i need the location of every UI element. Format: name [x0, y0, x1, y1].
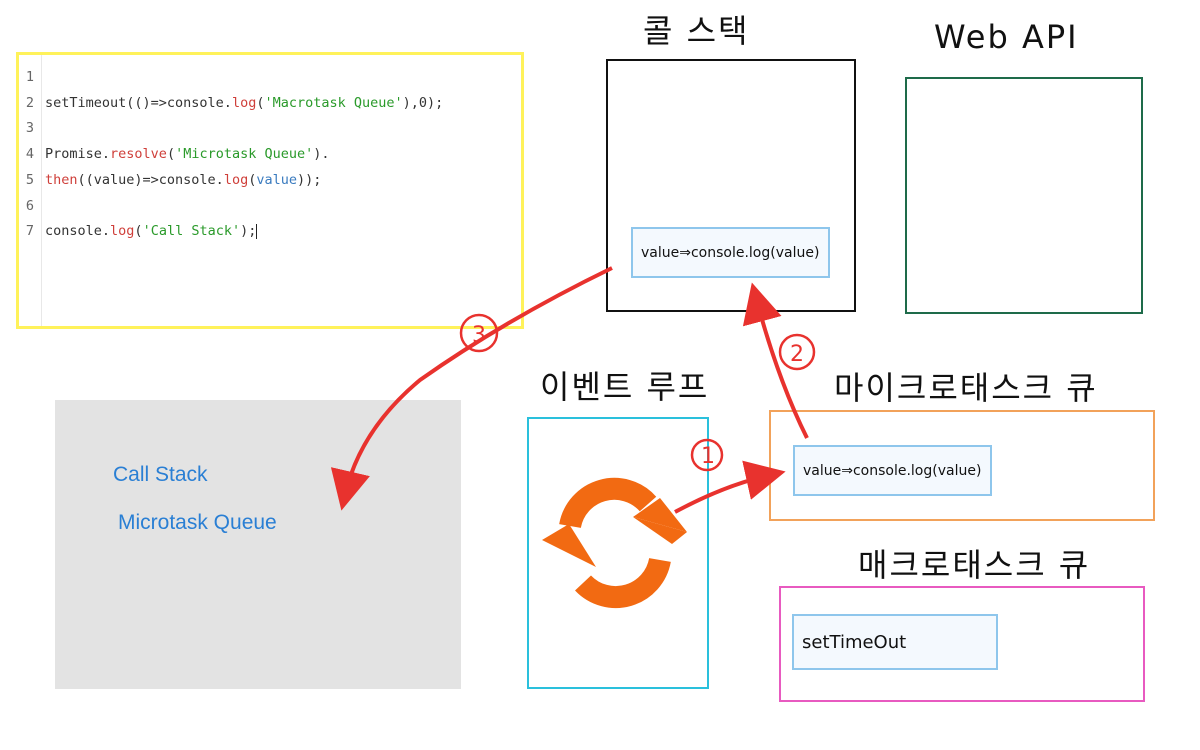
code-text: setTimeout(()=>console.log('Macrotask Qu…: [45, 95, 443, 111]
arrow-step-3: [330, 266, 613, 511]
code-line[interactable]: 6: [19, 196, 45, 216]
code-token: 'Microtask Queue': [175, 146, 314, 163]
event-loop-title: 이벤트 루프: [540, 368, 710, 406]
line-number: 6: [25, 197, 35, 214]
code-token: (: [166, 146, 176, 163]
step-3-label: 3: [472, 323, 486, 348]
code-token: value: [256, 171, 297, 188]
code-token: then: [45, 171, 78, 188]
code-token: resolve: [110, 146, 167, 163]
line-number: 5: [25, 171, 35, 188]
macrotask-queue-task: setTimeOut: [792, 614, 998, 670]
console-line-microtask-queue: Microtask Queue: [118, 511, 277, 534]
code-line[interactable]: 2 setTimeout(()=>console.log('Macrotask Q…: [19, 93, 443, 113]
line-number: 4: [25, 146, 35, 163]
microtask-queue-title: 마이크로태스크 큐: [834, 369, 1098, 407]
code-token: ((value)=>console.: [77, 171, 224, 188]
step-1-label: 1: [701, 444, 715, 469]
console-output-panel: Call Stack Microtask Queue: [55, 400, 461, 689]
code-token: Promise.: [45, 146, 111, 163]
text-cursor: [256, 223, 258, 239]
code-text: Promise.resolve('Microtask Queue').: [45, 146, 330, 162]
code-line[interactable]: 1: [19, 67, 45, 87]
web-api-title: Web API: [934, 18, 1079, 56]
code-line[interactable]: 5 then((value)=>console.log(value));: [19, 170, 321, 190]
code-text: then((value)=>console.log(value));: [45, 172, 321, 188]
step-2-circle: [778, 333, 816, 371]
code-token: ),0);: [402, 94, 444, 111]
line-number: 2: [25, 94, 35, 111]
step-1-circle: [690, 438, 724, 472]
code-token: (: [248, 171, 257, 188]
code-token: log: [231, 94, 257, 111]
line-number-gutter: [19, 55, 42, 326]
code-token: (: [134, 223, 143, 240]
code-token: log: [110, 223, 135, 240]
web-api-box: [905, 77, 1143, 314]
code-token: (: [256, 94, 265, 111]
code-line[interactable]: 4 Promise.resolve('Microtask Queue').: [19, 144, 330, 164]
code-token: 'Macrotask Queue': [264, 94, 403, 111]
arrow-step-2: [742, 282, 809, 439]
code-token: setTimeout(()=>console.: [45, 94, 232, 111]
code-token: log: [223, 171, 249, 188]
code-text: console.log('Call Stack');: [45, 223, 258, 240]
arrow-step-1: [674, 460, 786, 514]
console-line-call-stack: Call Stack: [113, 463, 208, 486]
code-token: ));: [297, 171, 322, 188]
step-2-label: 2: [790, 342, 804, 367]
code-token: 'Call Stack': [142, 223, 241, 240]
call-stack-title: 콜 스택: [643, 12, 750, 50]
step-3-circle: [459, 313, 499, 353]
code-token: ).: [313, 146, 330, 163]
line-number: 3: [25, 120, 35, 137]
refresh-icon: [542, 477, 687, 609]
code-line[interactable]: 3: [19, 118, 45, 138]
line-number: 1: [25, 69, 35, 85]
code-line[interactable]: 7 console.log('Call Stack');: [19, 221, 258, 241]
call-stack-task: value⇒console.log(value): [631, 227, 830, 278]
macrotask-queue-title: 매크로태스크 큐: [858, 546, 1091, 584]
microtask-queue-task: value⇒console.log(value): [793, 445, 992, 496]
code-token: console.: [45, 223, 111, 240]
event-loop-box: [527, 417, 709, 689]
code-token: );: [240, 223, 257, 240]
line-number: 7: [25, 223, 35, 240]
